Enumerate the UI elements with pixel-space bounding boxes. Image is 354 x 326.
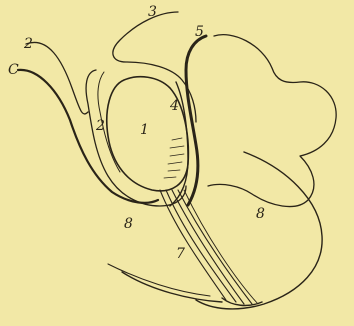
label-c: C (8, 62, 19, 78)
label-1: 1 (140, 122, 149, 138)
label-5: 5 (195, 24, 204, 40)
right-lobe (208, 35, 336, 207)
label-8-right: 8 (256, 206, 265, 222)
label-4: 4 (169, 98, 179, 114)
contour-2-upper (26, 42, 88, 113)
label-3: 3 (148, 4, 157, 20)
body-1-shading (164, 138, 184, 178)
label-2-top: 2 (23, 36, 33, 52)
outer-right-contour (196, 152, 322, 309)
base-curve-inner (108, 264, 210, 296)
label-7: 7 (176, 246, 185, 262)
label-8-left: 8 (124, 216, 133, 232)
label-2: 2 (95, 118, 105, 134)
outer-contour-c (18, 70, 158, 203)
